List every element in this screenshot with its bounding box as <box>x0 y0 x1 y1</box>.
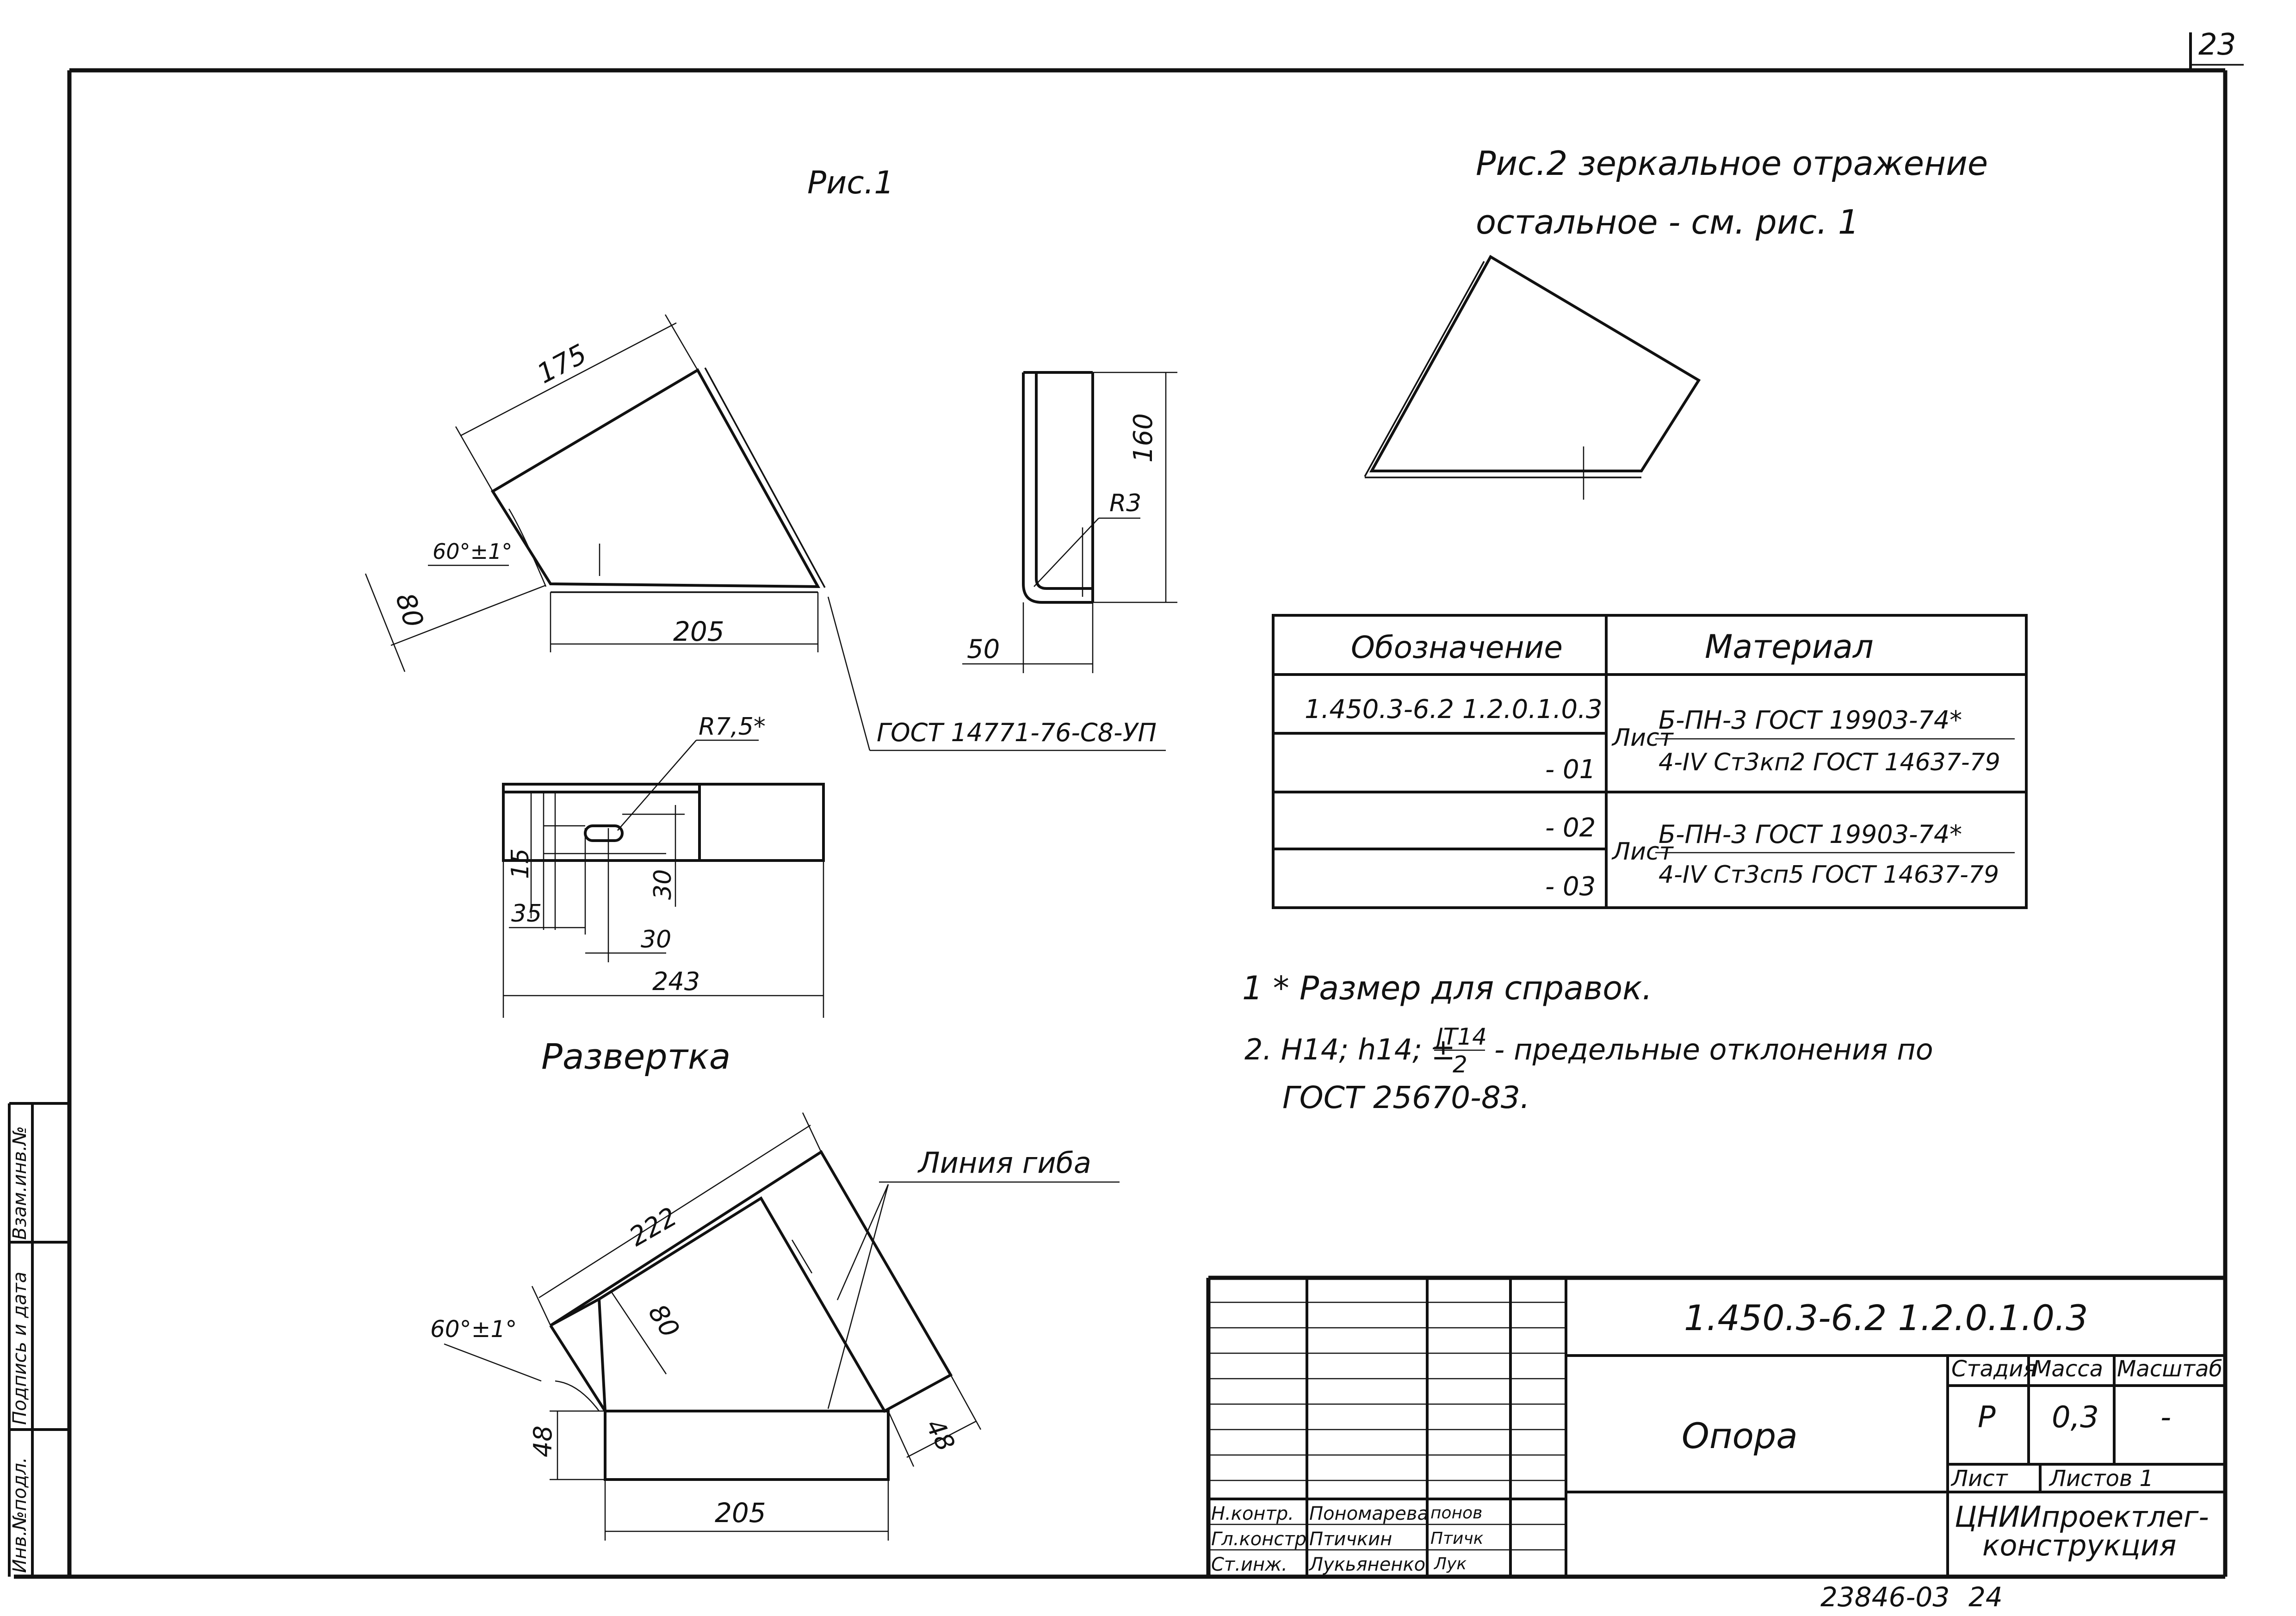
title-block-sheet-label: Лист <box>1950 1466 2009 1492</box>
signer-signature: понов <box>1430 1504 1482 1523</box>
title-block-scale-value: - <box>2160 1400 2171 1435</box>
signer-name: Птичкин <box>1309 1529 1392 1550</box>
bend-dim-angle: 60°±1° <box>430 1316 517 1343</box>
table-row-designation: - 03 <box>1545 872 1596 902</box>
title-block-code: 1.450.3-6.2 1.2.0.1.0.3 <box>1684 1297 2088 1338</box>
fig1-dim-angle: 60°±1° <box>433 539 512 564</box>
signer-signature: Лук <box>1433 1554 1467 1573</box>
signer-role: Гл.констр <box>1211 1529 1306 1550</box>
title-block-stage-value: Р <box>1978 1400 1996 1435</box>
unfold-plan-view <box>502 739 825 1018</box>
table-row-designation: - 01 <box>1545 755 1596 785</box>
title-block-org-line1: ЦНИИпроектлег- <box>1955 1500 2209 1534</box>
fig1-dim-205: 205 <box>673 616 724 647</box>
note-2-gost: ГОСТ 25670-83. <box>1282 1080 1530 1115</box>
fig1-dim-80: 80 <box>390 589 430 631</box>
unfold-title: Развертка <box>541 1036 730 1077</box>
fig1-gost-note: ГОСТ 14771-76-С8-УП <box>877 718 1157 747</box>
unfold-dim-15: 15 <box>507 848 534 879</box>
bend-dim-205: 205 <box>715 1497 766 1529</box>
title-block-sheets-label: Листов 1 <box>2048 1466 2154 1492</box>
material-b-prefix: Лист <box>1611 838 1674 866</box>
signer-role: Ст.инж. <box>1211 1554 1287 1575</box>
bend-dim-48-left: 48 <box>528 1425 557 1457</box>
title-block-scale-header: Масштаб <box>2117 1356 2222 1382</box>
left-margin-inv-label: Взам.инв.№ <box>9 1126 31 1240</box>
unfold-dim-30-horizontal: 30 <box>641 926 671 954</box>
title-block-name: Опора <box>1682 1415 1798 1456</box>
material-b-top: Б-ПН-3 ГОСТ 19903-74* <box>1659 820 1962 849</box>
fig1-dim-160: 160 <box>1128 413 1158 463</box>
note-2-end: - предельные отклонения по <box>1494 1033 1933 1066</box>
corner-sheet-number: 23 <box>2198 28 2236 62</box>
footer-page-number: 24 <box>1968 1581 2003 1613</box>
bend-line-label: Линия гиба <box>917 1146 1091 1180</box>
fig2-title-line2: остальное - см. рис. 1 <box>1476 203 1859 241</box>
fig1-dim-r3: R3 <box>1109 489 1141 517</box>
table-header-designation: Обозначение <box>1351 630 1563 665</box>
fig2-mirror-view <box>1364 254 1701 500</box>
signer-name: Пономарева <box>1309 1503 1429 1524</box>
material-a-bottom: 4-IV Ст3кп2 ГОСТ 14637-79 <box>1659 749 2000 776</box>
fig1-section-view <box>962 371 1177 673</box>
fig1-side-view <box>365 314 1166 751</box>
title-block-stage-header: Стадия <box>1951 1356 2036 1382</box>
title-block-org-line2: конструкция <box>1982 1529 2176 1562</box>
signer-signature: Птичк <box>1430 1529 1484 1548</box>
note-1: 1 * Размер для справок. <box>1242 969 1652 1007</box>
bend-dim-48-right: 48 <box>920 1414 961 1456</box>
material-a-top: Б-ПН-3 ГОСТ 19903-74* <box>1659 706 1962 735</box>
materials-table <box>1272 614 2028 909</box>
table-row-designation: - 02 <box>1545 813 1596 843</box>
title-block-mass-value: 0,3 <box>2052 1400 2099 1435</box>
left-margin-invorig-label: Инв.№подл. <box>9 1457 31 1573</box>
bend-dim-222: 222 <box>625 1201 682 1252</box>
bend-layout-view <box>444 1112 1120 1541</box>
fig1-dim-175: 175 <box>532 338 592 390</box>
left-margin-stamp <box>8 1102 69 1577</box>
note-2-start: 2. Н14; h14; ± <box>1244 1033 1455 1066</box>
left-margin-sign-label: Подпись и дата <box>9 1272 31 1425</box>
note-2-fraction-top: JT14 <box>1432 1023 1487 1050</box>
material-b-bottom: 4-IV Ст3сп5 ГОСТ 14637-79 <box>1659 861 1999 889</box>
signer-name: Лукьяненко <box>1308 1554 1425 1575</box>
fig1-title: Рис.1 <box>807 165 894 201</box>
unfold-dim-243: 243 <box>652 967 700 996</box>
signer-role: Н.контр. <box>1211 1503 1294 1524</box>
unfold-dim-r75: R7,5* <box>699 713 766 741</box>
note-2-fraction-bottom: 2 <box>1453 1051 1467 1078</box>
title-block <box>1206 1275 2225 1577</box>
fig2-title-line1: Рис.2 зеркальное отражение <box>1476 144 1988 183</box>
fig1-dim-50: 50 <box>967 634 1000 664</box>
bend-dim-80: 80 <box>642 1299 685 1343</box>
unfold-dim-35: 35 <box>511 900 542 928</box>
table-row-designation: 1.450.3-6.2 1.2.0.1.0.3 <box>1305 694 1603 724</box>
sheet-frame <box>14 32 2244 1579</box>
footer-archive-number: 23846-03 <box>1820 1581 1949 1613</box>
material-a-prefix: Лист <box>1611 724 1674 752</box>
title-block-mass-header: Масса <box>2032 1356 2103 1382</box>
table-header-material: Материал <box>1705 628 1874 666</box>
unfold-dim-30-vertical: 30 <box>649 869 677 900</box>
